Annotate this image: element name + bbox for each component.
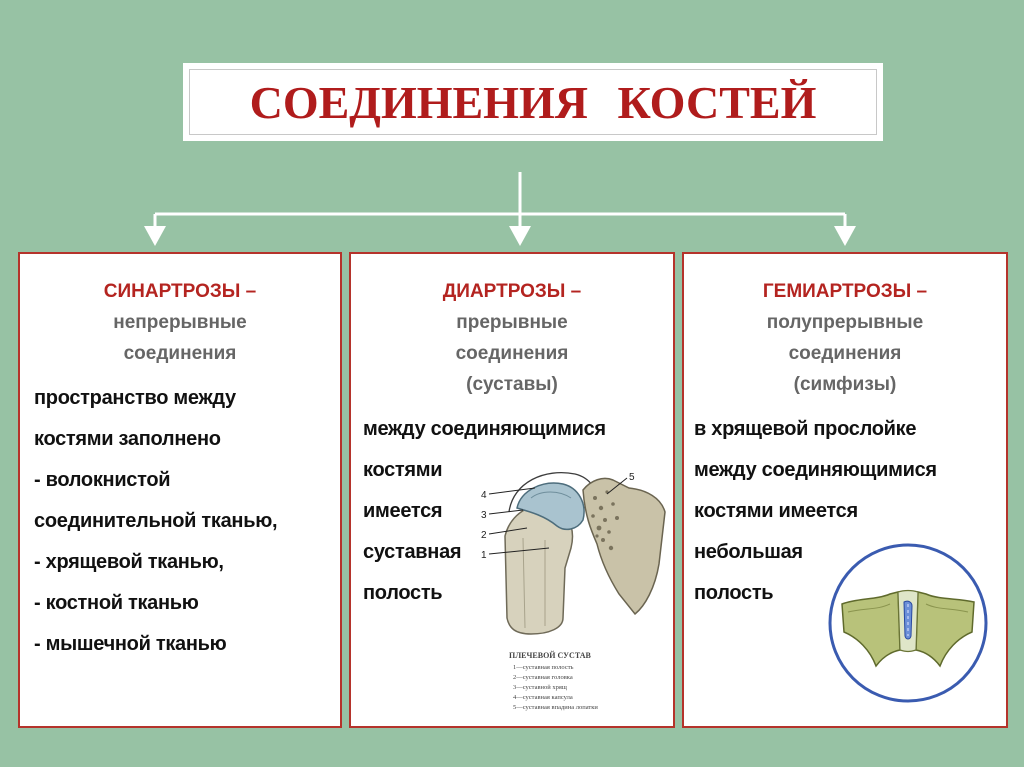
title-box: СОЕДИНЕНИЯ КОСТЕЙ <box>183 63 883 141</box>
heading-title: СИНАРТРОЗЫ – <box>103 281 257 302</box>
card-body: в хрящевой прослойке между соединяющимис… <box>694 409 1006 614</box>
body-line: костями <box>363 459 443 481</box>
heading-sub: полупрерывные <box>766 312 924 333</box>
heading-sub: (симфизы) <box>793 374 897 395</box>
body-line: между соединяющимися <box>694 459 937 481</box>
body-line: - волокнистой <box>34 469 171 491</box>
callout-number: 3 <box>481 510 487 521</box>
shoulder-joint-illustration: 4 3 2 1 5 ПЛЕЧЕВОЙ СУСТАВ 1—суставная по… <box>479 468 671 714</box>
body-line: соединительной тканью, <box>34 510 278 532</box>
callout-number: 4 <box>481 490 487 501</box>
pubic-symphysis-illustration <box>828 543 988 703</box>
heading-sub: соединения <box>123 343 237 364</box>
body-line: костями имеется <box>694 500 858 522</box>
body-line: - костной тканью <box>34 592 199 614</box>
figure-caption-line: 1—суставная полость <box>513 664 574 671</box>
card-body: пространство между костями заполнено - в… <box>34 378 340 665</box>
card-body: между соединяющимися костями имеется сус… <box>363 409 673 614</box>
arrow-left-icon <box>144 226 166 246</box>
figure-caption-title: ПЛЕЧЕВОЙ СУСТАВ <box>509 651 592 660</box>
body-line: суставная <box>363 541 462 563</box>
heading-sub: соединения <box>455 343 569 364</box>
heading-sub: непрерывные <box>113 312 247 333</box>
card-heading: ГЕМИАРТРОЗЫ – полупрерывные соединения (… <box>684 276 1006 400</box>
figure-caption-line: 3—суставной хрящ <box>513 684 567 691</box>
arrow-right-icon <box>834 226 856 246</box>
figure-caption-line: 4—суставная капсула <box>513 694 573 701</box>
heading-title: ГЕМИАРТРОЗЫ – <box>762 281 928 302</box>
page-title: СОЕДИНЕНИЯ КОСТЕЙ <box>249 76 817 128</box>
card-heading: ДИАРТРОЗЫ – прерывные соединения (сустав… <box>351 276 673 400</box>
callout-number: 2 <box>481 530 487 541</box>
arrow-center-icon <box>509 226 531 246</box>
body-line: полость <box>363 582 443 604</box>
body-line: пространство между <box>34 387 236 409</box>
figure-caption-line: 2—суставная головка <box>513 674 573 681</box>
callout-number: 5 <box>629 472 635 483</box>
body-line: между соединяющимися <box>363 418 606 440</box>
card-diarthrosis: ДИАРТРОЗЫ – прерывные соединения (сустав… <box>349 252 675 728</box>
heading-sub: прерывные <box>456 312 568 333</box>
body-line: - хрящевой тканью, <box>34 551 224 573</box>
body-line: небольшая <box>694 541 803 563</box>
card-heading: СИНАРТРОЗЫ – непрерывные соединения <box>20 276 340 369</box>
body-line: полость <box>694 582 774 604</box>
card-synarthrosis: СИНАРТРОЗЫ – непрерывные соединения прос… <box>18 252 342 728</box>
heading-sub: соединения <box>788 343 902 364</box>
card-hemiarthrosis: ГЕМИАРТРОЗЫ – полупрерывные соединения (… <box>682 252 1008 728</box>
body-line: имеется <box>363 500 443 522</box>
callout-number: 1 <box>481 550 487 561</box>
body-line: в хрящевой прослойке <box>694 418 917 440</box>
body-line: костями заполнено <box>34 428 221 450</box>
heading-title: ДИАРТРОЗЫ – <box>442 281 582 302</box>
heading-sub: (суставы) <box>466 374 558 395</box>
body-line: - мышечной тканью <box>34 633 227 655</box>
figure-caption-line: 5—суставная впадина лопатки <box>513 704 598 711</box>
